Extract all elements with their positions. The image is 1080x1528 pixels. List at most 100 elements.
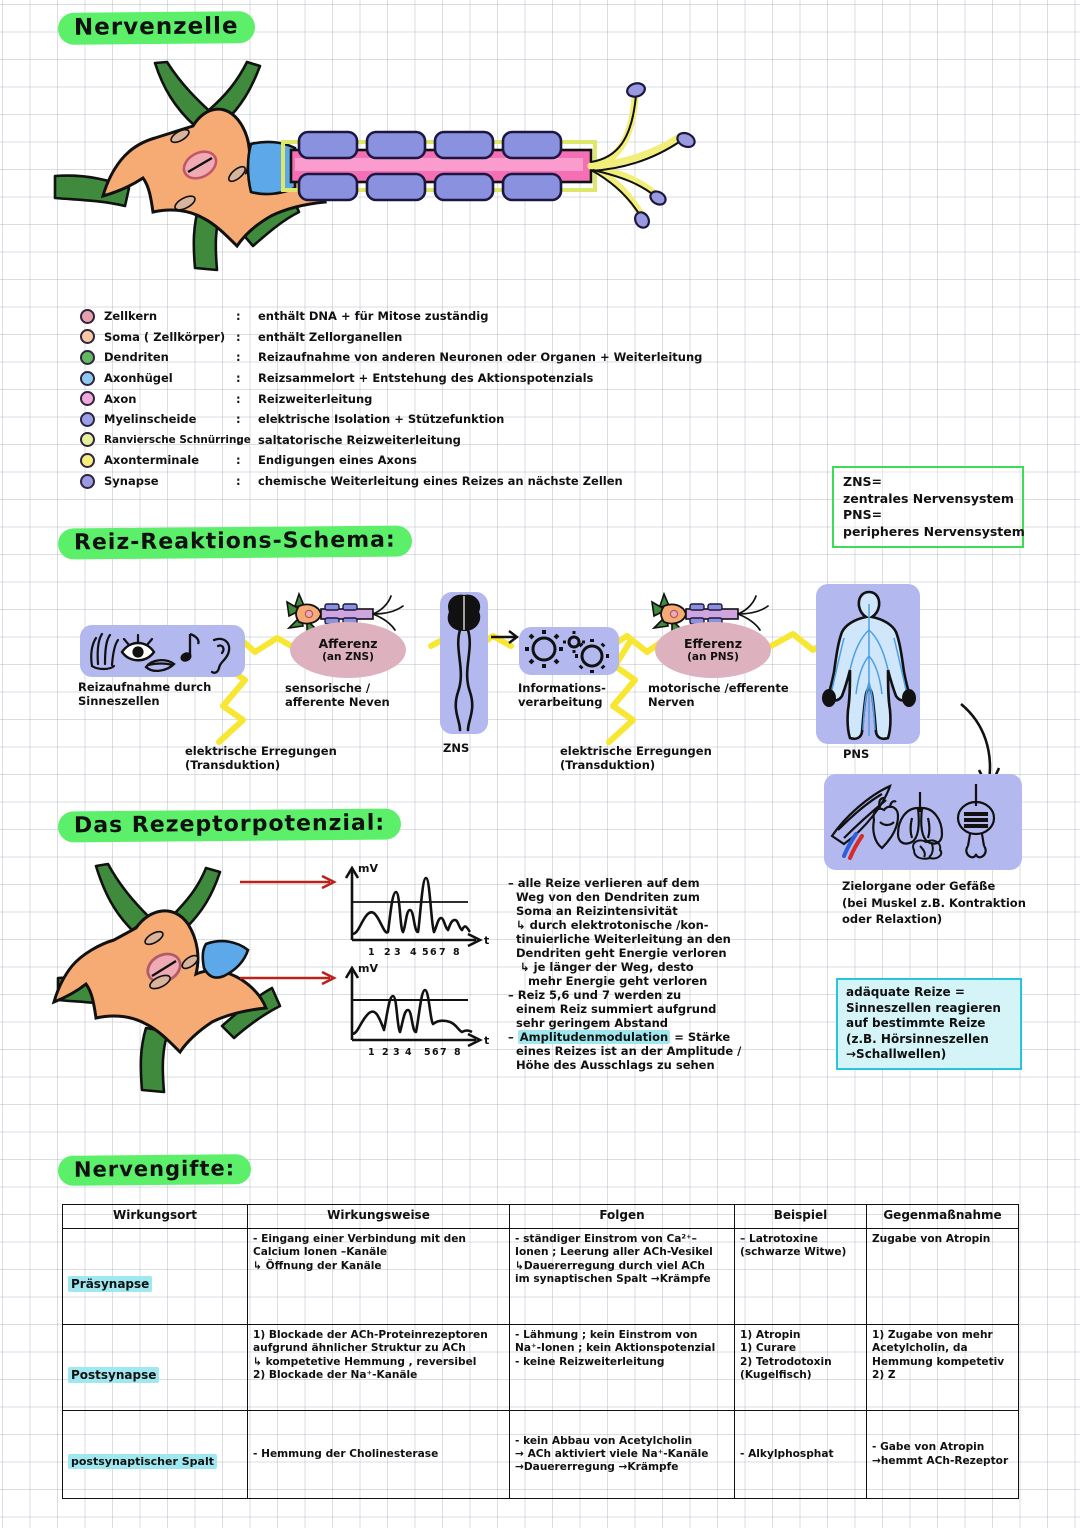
- gears-icon: [525, 630, 609, 673]
- svg-text:4: 4: [405, 1047, 412, 1058]
- target-organs-chip: [824, 774, 1022, 870]
- cell-gegenmassnahme: 1) Zugabe von mehr Acetylcholin, da Hemm…: [866, 1324, 1019, 1412]
- flow-arrow-icon: [491, 630, 519, 644]
- efferenz-title: Efferenz: [684, 636, 742, 652]
- legend-colon: :: [236, 432, 241, 447]
- svg-text:3: 3: [393, 1047, 400, 1058]
- legend-description: enthält Zellorganellen: [258, 329, 403, 344]
- graph2-x-axis-label: t: [484, 1034, 489, 1047]
- graph2-y-axis-label: mV: [358, 962, 378, 975]
- note-line: tinuierliche Weiterleitung an den: [508, 932, 731, 947]
- note-line: Dendriten geht Energie verloren: [508, 946, 727, 961]
- note-line: Soma an Reizintensivität: [508, 904, 678, 919]
- note-line: Weg von den Dendriten zum: [508, 890, 700, 905]
- table-row: Präsynapse - Eingang einer Verbindung mi…: [62, 1228, 1019, 1326]
- cell-beispiel: – Latrotoxine (schwarze Witwe): [734, 1228, 867, 1326]
- legend-colon: :: [236, 309, 241, 324]
- note-line: einem Reiz summiert aufgrund: [508, 1002, 717, 1017]
- afferent-neuron-icon: [285, 591, 404, 636]
- lungs-icon: [896, 792, 944, 845]
- legend-label: Axonterminale: [104, 453, 199, 468]
- neuron-legend: Zellkern : enthält DNA + für Mitose zust…: [80, 306, 702, 491]
- legend-item: Axonhügel : Reizsammelort + Entstehung d…: [80, 368, 702, 389]
- synapse-knobs: [626, 82, 696, 229]
- legend-item: Axon : Reizweiterleitung: [80, 388, 702, 409]
- cell-wirkungsweise: - Hemmung der Cholinesterase: [247, 1410, 510, 1500]
- table-row: postsynaptischer Spalt - Hemmung der Cho…: [62, 1410, 1019, 1500]
- legend-color-dot: [80, 370, 95, 386]
- legend-description: saltatorische Reizweiterleitung: [258, 432, 461, 447]
- note-line: ↳ durch elektrotonische /kon-: [508, 918, 709, 933]
- info-processing-label: Informations- verarbeitung: [518, 681, 606, 710]
- legend-description: chemische Weiterleitung eines Reizes an …: [258, 474, 623, 489]
- cell-gegenmassnahme: Zugabe von Atropin: [866, 1228, 1019, 1326]
- legend-item: Zellkern : enthält DNA + für Mitose zust…: [80, 306, 702, 327]
- legend-colon: :: [236, 350, 241, 365]
- transduktion-label-left: elektrische Erregungen (Transduktion): [185, 744, 337, 773]
- note-line: – Reiz 5,6 und 7 werden zu: [508, 988, 682, 1003]
- mouth-icon: [144, 659, 176, 672]
- legend-color-dot: [80, 308, 95, 324]
- note-suffix: = Stärke: [670, 1030, 731, 1045]
- legend-item: Synapse : chemische Weiterleitung eines …: [80, 471, 702, 492]
- afferenz-subtitle: (an ZNS): [322, 651, 374, 664]
- legend-label: Soma ( Zellkörper): [104, 329, 226, 344]
- cell-gegenmassnahme: - Gabe von Atropin →hemmt ACh-Rezeptor: [866, 1410, 1019, 1500]
- legend-colon: :: [236, 412, 241, 427]
- afferenz-ellipse: Afferenz (an ZNS): [290, 622, 406, 678]
- th-beispiel: Beispiel: [734, 1203, 867, 1230]
- th-folgen: Folgen: [509, 1203, 735, 1230]
- note-line: – alle Reize verlieren auf dem: [508, 876, 700, 890]
- legend-label: Zellkern: [104, 309, 158, 324]
- legend-color-dot: [80, 432, 95, 448]
- table-header-row: Wirkungsort Wirkungsweise Folgen Beispie…: [62, 1203, 1019, 1230]
- cell-wirkungsweise: - Eingang einer Verbindung mit den Calci…: [247, 1228, 510, 1326]
- legend-description: Reizsammelort + Entstehung des Aktionspo…: [258, 371, 594, 386]
- cell-wirkungsweise: 1) Blockade der ACh-Proteinrezeptoren au…: [247, 1324, 510, 1412]
- svg-text:6: 6: [430, 947, 437, 958]
- note-line: mehr Energie geht verloren: [508, 974, 708, 989]
- afferenz-label: sensorische / afferente Neven: [285, 681, 390, 710]
- brain-icon: [912, 839, 943, 860]
- svg-text:5: 5: [424, 1047, 431, 1058]
- adaequate-reize-box: adäquate Reize = Sinneszellen reagieren …: [836, 978, 1022, 1070]
- note-line: ↳ je länger der Weg, desto: [508, 960, 694, 975]
- svg-text:2: 2: [382, 1047, 389, 1058]
- note-line: sehr geringem Abstand: [508, 1016, 669, 1031]
- organs-icons-group: [830, 783, 996, 860]
- axon-hillock-shape: [201, 939, 250, 979]
- svg-text:8: 8: [453, 947, 460, 958]
- brain-spinal-cord-icon: [447, 594, 481, 732]
- th-wirkungsort: Wirkungsort: [62, 1203, 248, 1230]
- legend-color-dot: [80, 349, 95, 365]
- human-body-icon: [822, 590, 916, 741]
- cell-folgen: - Lähmung ; kein Einstrom von Na⁺-Ionen …: [509, 1324, 735, 1412]
- legend-description: Reizaufnahme von anderen Neuronen oder O…: [258, 350, 703, 365]
- section-title-rezeptorpotenzial: Das Rezeptorpotenzial:: [57, 808, 402, 843]
- ear-icon: [210, 637, 231, 674]
- svg-text:8: 8: [454, 1047, 461, 1058]
- legend-color-dot: [80, 411, 95, 427]
- legend-color-dot: [80, 329, 95, 345]
- legend-description: Reizweiterleitung: [258, 391, 373, 406]
- svg-text:6: 6: [432, 1047, 439, 1058]
- note-line-amplitudenmodulation: – Amplitudenmodulation = Stärke: [508, 1030, 818, 1045]
- legend-colon: :: [236, 329, 241, 344]
- cell-beispiel: - Alkylphosphat: [734, 1410, 867, 1500]
- graph1-y-axis-label: mV: [358, 862, 378, 875]
- note-dash: –: [508, 1030, 518, 1045]
- cell-wirkungsort: Postsynapse: [62, 1324, 248, 1412]
- wirkungsort-label: Postsynapse: [68, 1366, 160, 1383]
- legend-colon: :: [236, 391, 241, 406]
- legend-item: Axonterminale : Endigungen eines Axons: [80, 450, 702, 471]
- legend-colon: :: [236, 474, 241, 489]
- neuron-diagram: [53, 60, 696, 272]
- axon-hillock-shape: [246, 140, 297, 196]
- organelles-group: [170, 128, 246, 211]
- wirkungsort-label: postsynaptischer Spalt: [68, 1453, 217, 1469]
- wirkungsort-label: Präsynapse: [68, 1275, 153, 1292]
- legend-color-dot: [80, 452, 95, 468]
